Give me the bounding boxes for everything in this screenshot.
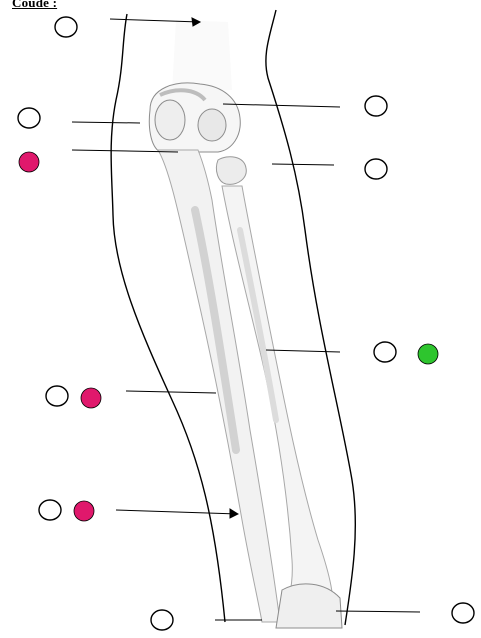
- marker-lower-left-empty[interactable]: [39, 500, 61, 520]
- marker-upper-right-empty[interactable]: [365, 96, 387, 116]
- trochlea: [155, 100, 185, 140]
- humerus-shaft: [172, 20, 232, 92]
- pointer-lower-left-arrowhead: [230, 509, 238, 518]
- marker-forearm-right-empty[interactable]: [374, 342, 396, 362]
- capitulum: [198, 109, 226, 141]
- pointer-forearm-left: [126, 391, 216, 393]
- marker-mid-right-empty[interactable]: [365, 159, 387, 179]
- marker-top-center-empty[interactable]: [55, 17, 77, 37]
- marker-forearm-left-magenta: [81, 388, 101, 408]
- pointer-mid-right: [272, 164, 334, 165]
- pointer-forearm-right: [266, 350, 340, 352]
- pointer-upper-left: [72, 122, 140, 123]
- marker-bottom-left-empty[interactable]: [151, 610, 173, 630]
- ulna-shaft: [158, 150, 280, 622]
- pointer-upper-right: [223, 104, 340, 107]
- marker-forearm-right-green: [418, 344, 438, 364]
- marker-lower-left-magenta: [74, 501, 94, 521]
- radius-head: [216, 157, 246, 185]
- pointer-bottom-right: [336, 611, 420, 612]
- marker-upper-left-empty[interactable]: [18, 108, 40, 128]
- marker-mid-left-magenta: [19, 152, 39, 172]
- pointer-lower-left: [116, 510, 238, 514]
- radius-shading: [240, 230, 276, 420]
- page-title: Coude :: [12, 0, 57, 11]
- humerus: [149, 20, 240, 152]
- marker-bottom-right-empty[interactable]: [452, 603, 474, 623]
- marker-forearm-left-empty[interactable]: [46, 386, 68, 406]
- ulna: [158, 150, 280, 622]
